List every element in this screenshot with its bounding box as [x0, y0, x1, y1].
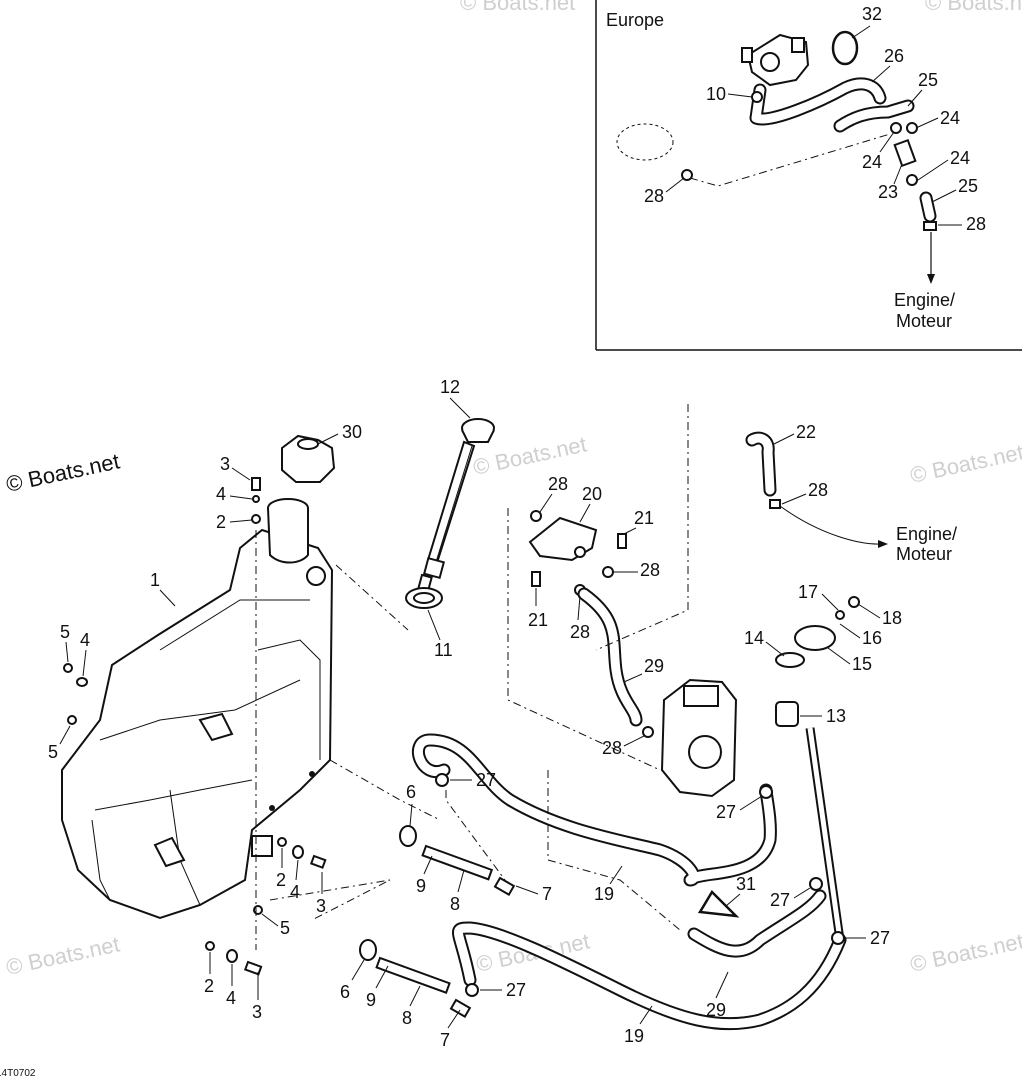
callout-23: 23	[878, 182, 898, 202]
callout-15: 15	[852, 654, 872, 674]
fuel-gauge-illustration	[417, 418, 495, 593]
callout-20: 20	[582, 484, 602, 504]
engine-label: Engine/	[896, 524, 957, 544]
callout-28: 28	[808, 480, 828, 500]
callout-6: 6	[406, 782, 416, 802]
callout-24: 24	[862, 152, 882, 172]
callout-3: 3	[220, 454, 230, 474]
callout-29: 29	[644, 656, 664, 676]
callout-4: 4	[216, 484, 226, 504]
callout-27: 27	[770, 890, 790, 910]
callout-32: 32	[862, 4, 882, 24]
callout-10: 10	[706, 84, 726, 104]
callout-28: 28	[644, 186, 664, 206]
callout-13: 13	[826, 706, 846, 726]
callout-21: 21	[528, 610, 548, 630]
callout-27: 27	[716, 802, 736, 822]
callout-11: 11	[434, 640, 453, 660]
callout-28: 28	[966, 214, 986, 234]
plate-20-illustration	[528, 510, 627, 596]
callout-27: 27	[506, 980, 526, 1000]
throttle-body-illustration	[660, 678, 738, 798]
fuel-pump-illustration	[741, 33, 810, 87]
callout-18: 18	[882, 608, 902, 628]
callout-7: 7	[542, 884, 552, 904]
callout-19: 19	[624, 1026, 644, 1046]
watermark: © Boats.net	[908, 928, 1022, 976]
watermark: © Boats.net	[4, 931, 122, 979]
callout-4: 4	[226, 988, 236, 1008]
callout-28: 28	[548, 474, 568, 494]
callout-5: 5	[48, 742, 58, 762]
europe-inset: Europe Engine/ Moteur	[595, 0, 1022, 351]
callout-3: 3	[252, 1002, 262, 1022]
callout-2: 2	[204, 976, 214, 996]
callout-27: 27	[476, 770, 496, 790]
callout-28: 28	[640, 560, 660, 580]
callout-22: 22	[796, 422, 816, 442]
callout-8: 8	[402, 1008, 412, 1028]
callout-5: 5	[60, 622, 70, 642]
callout-24: 24	[950, 148, 970, 168]
callout-12: 12	[440, 377, 460, 397]
callout-26: 26	[884, 46, 904, 66]
callout-4: 4	[290, 882, 300, 902]
watermark-main: © Boats.net	[4, 448, 122, 496]
fuel-cap-illustration	[281, 434, 336, 483]
callout-9: 9	[416, 876, 426, 896]
callout-31: 31	[736, 874, 756, 894]
watermark: © Boats.net	[925, 0, 1022, 15]
callout-29: 29	[706, 1000, 726, 1020]
engine-label: Moteur	[896, 544, 952, 564]
fuel-tank-illustration	[61, 498, 334, 920]
callout-9: 9	[366, 990, 376, 1010]
callout-28: 28	[570, 622, 590, 642]
callout-30: 30	[342, 422, 362, 442]
callout-1: 1	[150, 570, 160, 590]
callout-3: 3	[316, 896, 326, 916]
callout-16: 16	[862, 628, 882, 648]
inset-engine-label: Engine/	[894, 290, 955, 310]
callout-19: 19	[594, 884, 614, 904]
callout-5: 5	[280, 918, 290, 938]
inset-engine-label: Moteur	[896, 311, 952, 331]
callout-14: 14	[744, 628, 764, 648]
callout-17: 17	[798, 582, 818, 602]
figure-reference: 14T0702	[0, 1068, 36, 1078]
callout-6: 6	[340, 982, 350, 1002]
callout-2: 2	[276, 870, 286, 890]
regulator-illustration	[775, 596, 860, 727]
clamp-32	[831, 30, 859, 66]
callout-21: 21	[634, 508, 654, 528]
watermark: © Boats.net	[908, 439, 1022, 487]
callout-8: 8	[450, 894, 460, 914]
callout-4: 4	[80, 630, 90, 650]
callout-25: 25	[958, 176, 978, 196]
watermark: © Boats.net	[460, 0, 575, 15]
callout-25: 25	[918, 70, 938, 90]
callout-2: 2	[216, 512, 226, 532]
callout-7: 7	[440, 1030, 450, 1050]
callout-24: 24	[940, 108, 960, 128]
inset-title: Europe	[606, 10, 664, 30]
callout-28: 28	[602, 738, 622, 758]
gauge-gasket-illustration	[405, 587, 443, 609]
callout-27: 27	[870, 928, 890, 948]
